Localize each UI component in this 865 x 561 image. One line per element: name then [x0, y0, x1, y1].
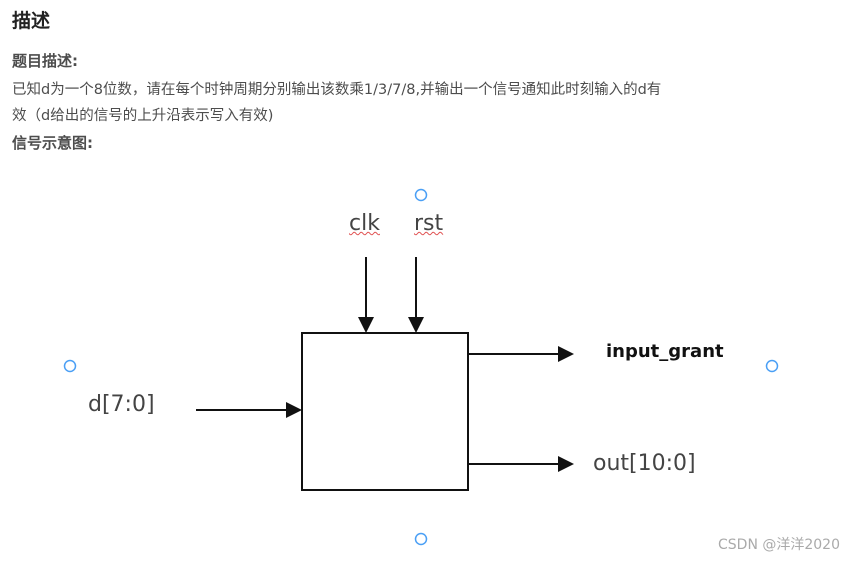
input-grant-label: input_grant [606, 341, 724, 362]
resize-handle-top[interactable] [414, 188, 428, 202]
out-label: out[10:0] [593, 451, 696, 476]
diagram-title: 信号示意图: [12, 134, 93, 152]
module-box [301, 332, 469, 491]
description-line-2: 效（d给出的信号的上升沿表示写入有效) [12, 108, 274, 124]
resize-handle-left[interactable] [63, 359, 77, 373]
resize-handle-right[interactable] [765, 359, 779, 373]
section-title: 题目描述: [12, 52, 78, 70]
clk-label: clk [349, 211, 380, 236]
resize-handle-bottom[interactable] [414, 532, 428, 546]
d-input-label: d[7:0] [88, 392, 155, 417]
description-line-1: 已知d为一个8位数，请在每个时钟周期分别输出该数乘1/3/7/8,并输出一个信号… [12, 82, 662, 98]
rst-label: rst [414, 211, 444, 236]
heading: 描述 [12, 10, 51, 32]
watermark: CSDN @洋洋2020 [718, 537, 840, 553]
